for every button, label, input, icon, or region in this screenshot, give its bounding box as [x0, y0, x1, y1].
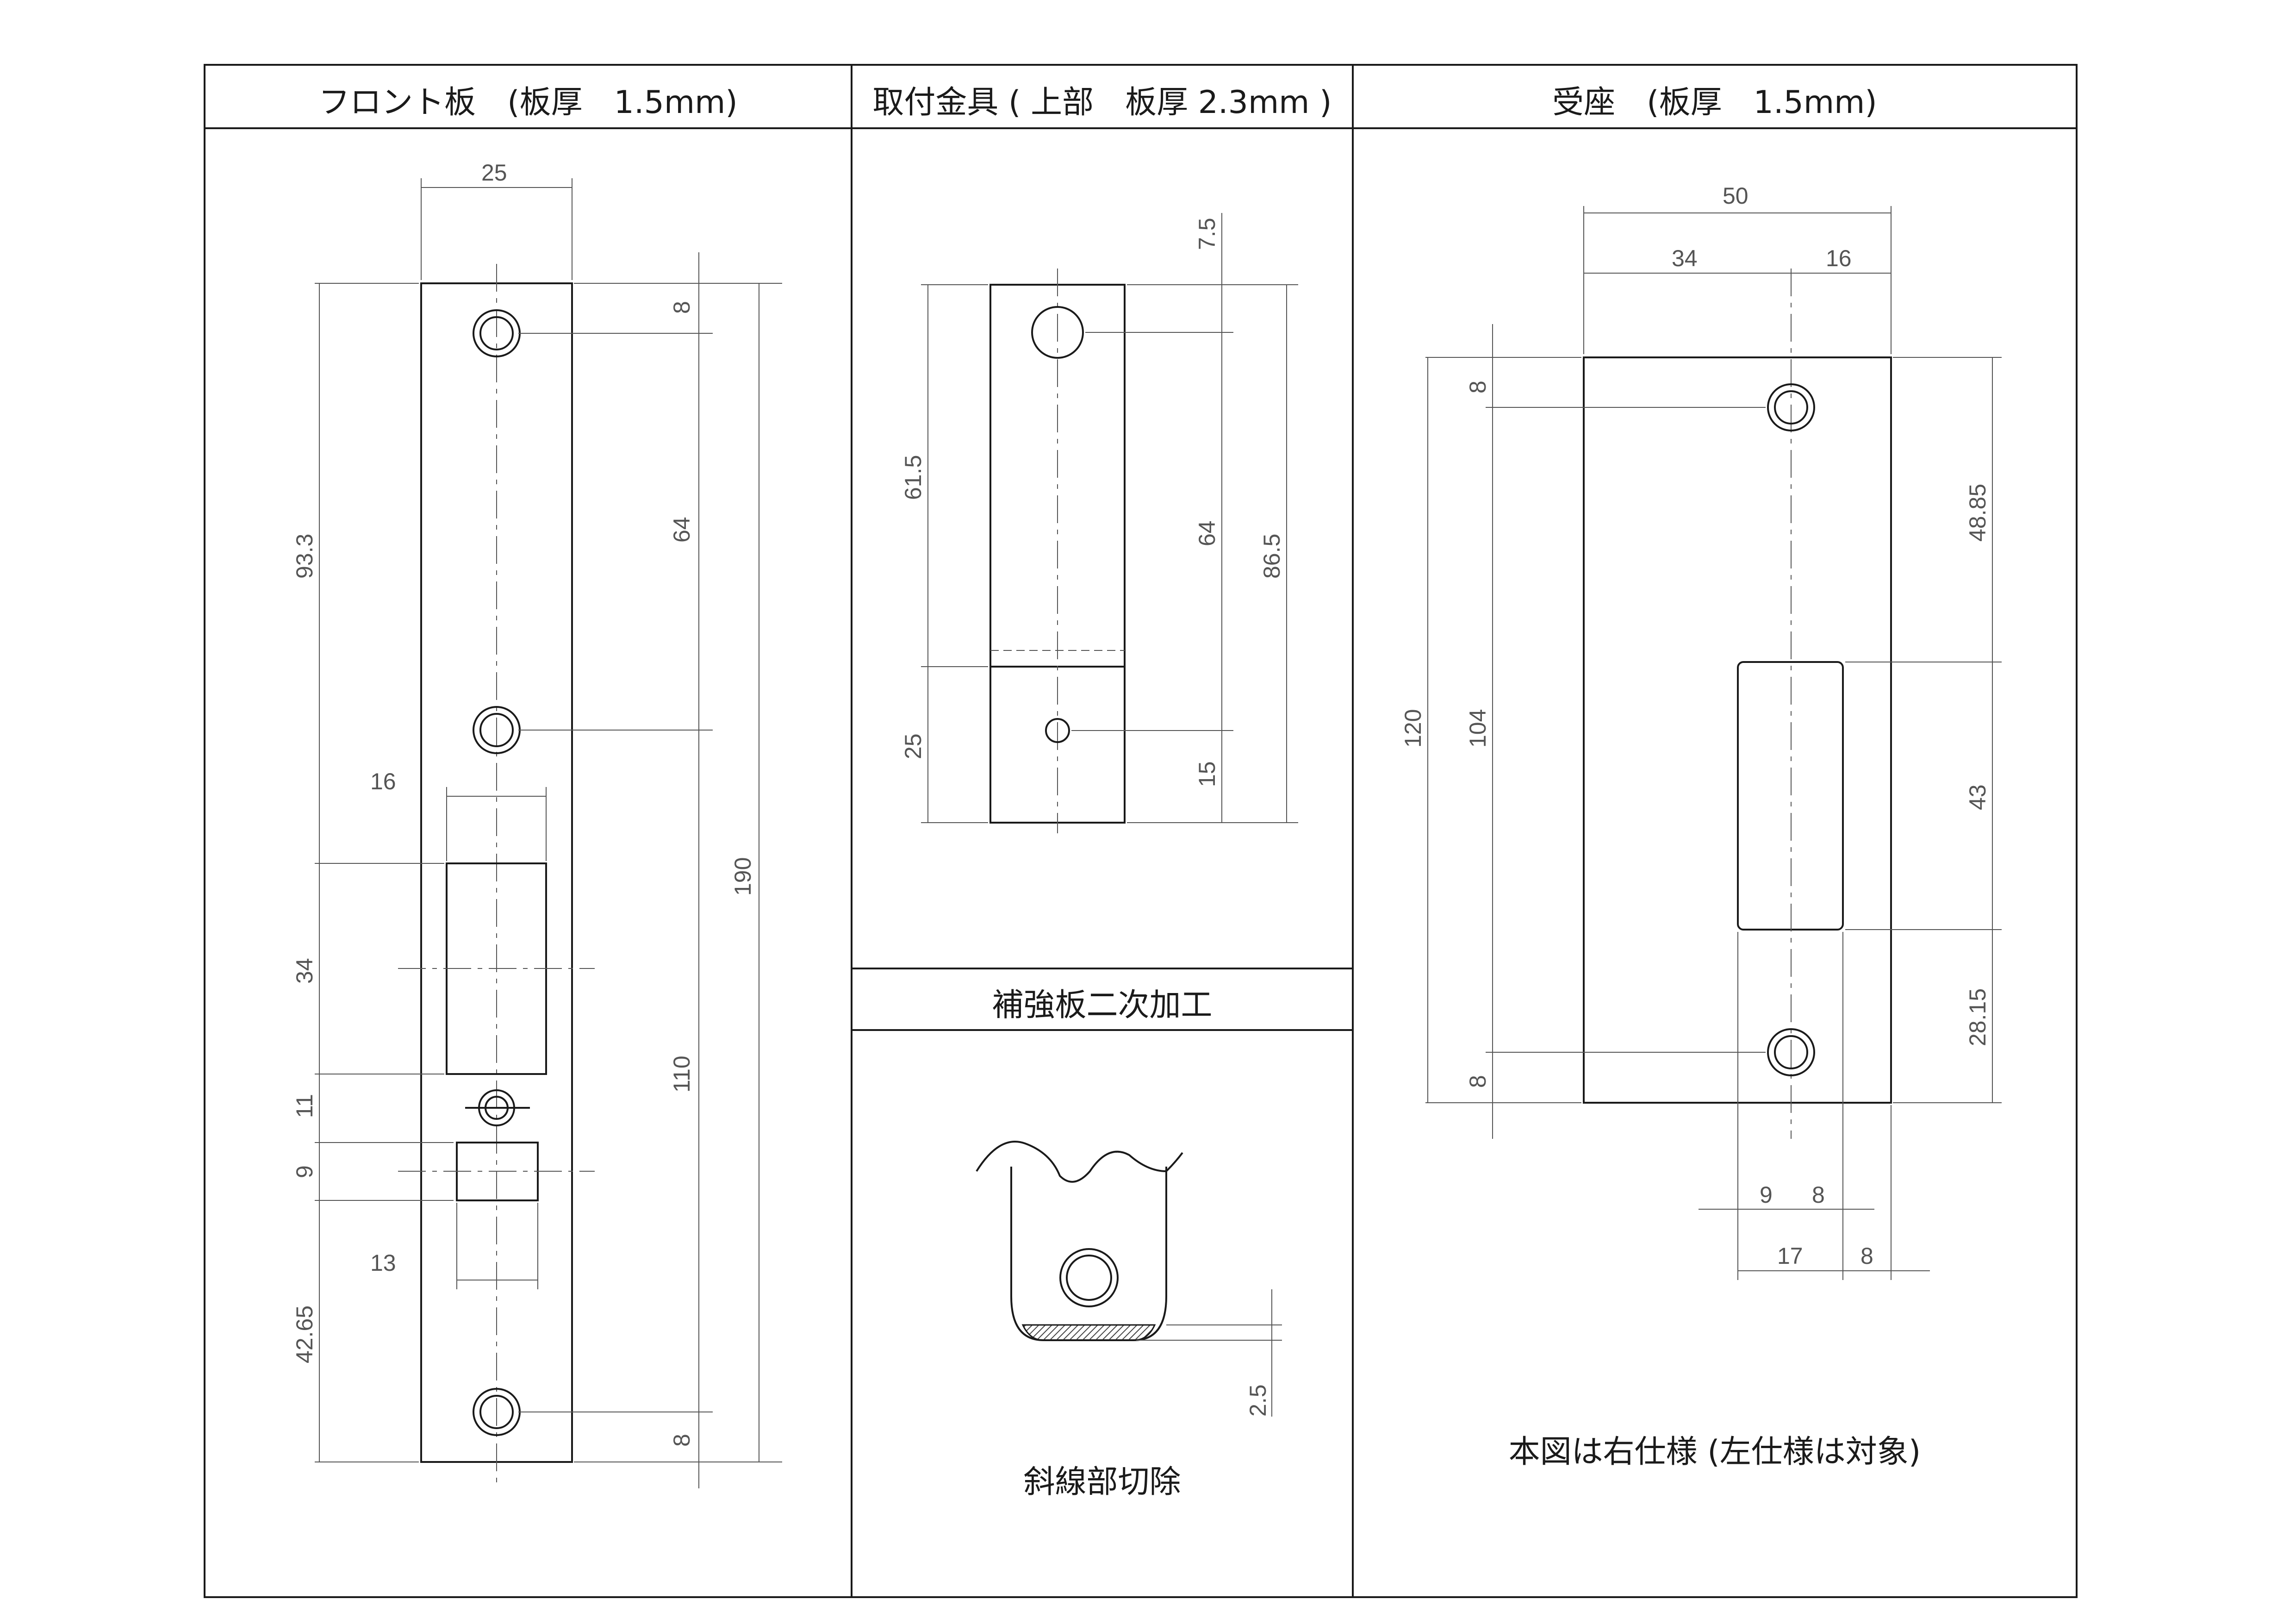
dim-strike-offset-left: 9: [1760, 1182, 1773, 1208]
dim-front-width: 25: [481, 160, 507, 186]
bracket-drawing: 7.5 64 15 86.5 61.5 25: [900, 213, 1298, 833]
dim-front-upper-to-opening: 93.3: [292, 534, 317, 579]
dim-front-hole-pitch-upper: 64: [669, 517, 695, 543]
bracket-hole-bottom: [1045, 718, 1070, 743]
dim-strike-width-left: 34: [1672, 245, 1698, 271]
dim-bracket-hole-pitch: 64: [1194, 520, 1220, 546]
dim-front-hole-pitch-lower: 110: [669, 1056, 695, 1093]
strike-plate-hole-bottom: [1767, 1028, 1815, 1076]
dim-front-pin-gap: 11: [292, 1094, 317, 1118]
reinforcement-hole: [1059, 1248, 1119, 1307]
dim-front-lower-segment: 42.65: [292, 1305, 317, 1363]
bracket-hole-top: [1031, 306, 1084, 359]
dim-bracket-lower-length: 25: [900, 733, 926, 759]
front-plate-pin-hole: [465, 1089, 530, 1126]
reinforcement-note: 斜線部切除: [1023, 1464, 1181, 1500]
dim-strike-lower-segment: 28.15: [1965, 988, 1991, 1046]
dim-strike-offset-right: 8: [1812, 1182, 1825, 1208]
dim-strike-bottom-offset: 8: [1465, 1075, 1491, 1088]
front-plate-title: フロント板 (板厚 1.5mm): [318, 84, 738, 121]
reinforcement-drawing: 2.5: [976, 1141, 1282, 1417]
dim-strike-opening-width: 17: [1777, 1243, 1803, 1269]
dim-strike-edge-margin: 8: [1860, 1243, 1873, 1269]
dim-bracket-top-offset: 7.5: [1194, 218, 1220, 250]
reinforcement-break-line: [976, 1141, 1183, 1183]
dim-front-bottom-offset: 8: [669, 1434, 695, 1447]
strike-plate-drawing: 50 34 16 8 104 120 8 48.85 43 28.15 9 8 …: [1400, 183, 2002, 1280]
front-plate-drawing: 25 8 64 110 190 8 93.3 34 11 9 42.65 16 …: [292, 160, 782, 1488]
dim-strike-top-offset: 8: [1465, 381, 1491, 394]
dim-bracket-upper-length: 61.5: [900, 455, 926, 500]
strike-plate-title: 受座 (板厚 1.5mm): [1552, 84, 1877, 121]
dim-strike-width-right: 16: [1826, 245, 1852, 271]
bracket-dimension-lines: [921, 213, 1298, 823]
dim-strike-opening-height: 43: [1965, 784, 1991, 810]
reinforcement-hatched-cut: [1021, 1324, 1156, 1341]
front-plate-dimension-lines: [315, 178, 782, 1488]
dim-strike-overall-width: 50: [1723, 183, 1748, 209]
dim-front-small-opening-height: 9: [292, 1165, 317, 1178]
dim-strike-hole-pitch: 104: [1465, 709, 1491, 748]
reinforcement-outline: [1010, 1167, 1167, 1341]
reinforcement-title: 補強板二次加工: [992, 987, 1213, 1024]
bracket-title: 取付金具 ( 上部 板厚 2.3mm ): [872, 84, 1332, 121]
dim-front-small-opening-width: 13: [370, 1250, 396, 1276]
strike-plate-opening: [1737, 661, 1844, 931]
strike-plate-hole-top: [1767, 383, 1815, 431]
sheet-frame: [204, 64, 2078, 1598]
dim-strike-overall-height: 120: [1400, 709, 1426, 748]
dim-front-overall-height: 190: [730, 857, 756, 896]
dim-front-top-offset: 8: [669, 301, 695, 314]
dim-bracket-bottom-offset: 15: [1194, 761, 1220, 787]
dim-strike-upper-segment: 48.85: [1965, 484, 1991, 542]
dim-bracket-overall-height: 86.5: [1259, 534, 1285, 579]
strike-plate-note: 本図は右仕様 (左仕様は対象): [1508, 1434, 1921, 1470]
strike-plate-dimension-lines: [1425, 206, 2002, 1280]
dim-front-opening-width: 16: [370, 768, 396, 794]
dim-reinforce-cut-depth: 2.5: [1245, 1384, 1271, 1417]
dim-front-opening-height: 34: [292, 958, 317, 984]
